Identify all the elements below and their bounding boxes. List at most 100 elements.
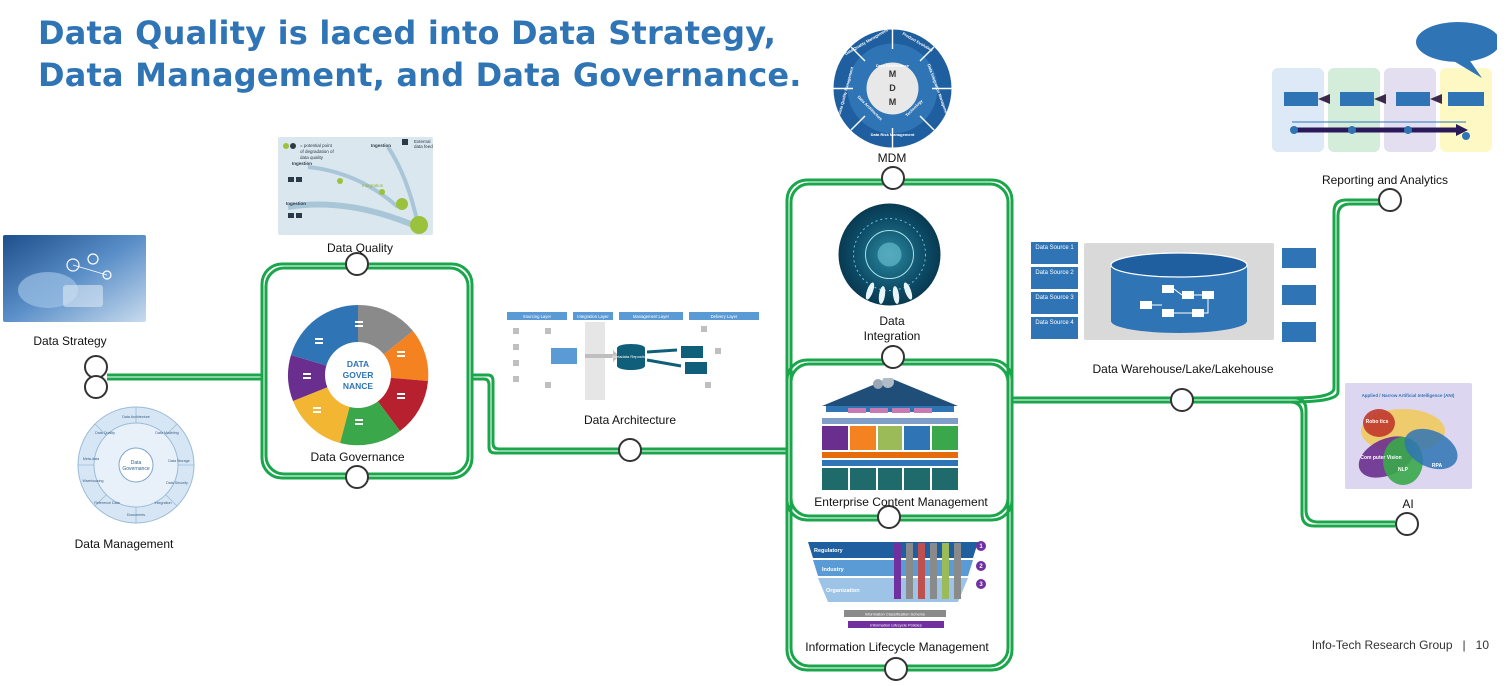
svg-text:Ingestion: Ingestion (292, 161, 312, 166)
label-data-integration-line1: Data (879, 314, 905, 328)
connector-warehouse-reporting (1293, 198, 1380, 400)
svg-text:data feed: data feed (414, 144, 433, 149)
label-data-governance: Data Governance (310, 450, 405, 464)
ecm-image (818, 378, 962, 494)
data-warehouse-image (1084, 243, 1274, 340)
node-data-quality[interactable] (345, 252, 369, 276)
warehouse-output-2 (1282, 285, 1316, 305)
ai-venn-title: Applied / Narrow Artificial Intelligence… (1362, 393, 1455, 398)
data-source-4: Data Source 4 (1031, 317, 1078, 339)
data-source-2: Data Source 2 (1031, 267, 1078, 289)
node-data-architecture[interactable] (618, 438, 642, 462)
label-ai: AI (1402, 497, 1414, 511)
label-data-integration: Data Integration (840, 314, 944, 344)
svg-text:Data Quality: Data Quality (95, 431, 115, 435)
footer-org: Info-Tech Research Group (1311, 638, 1453, 652)
data-source-3: Data Source 3 (1031, 292, 1078, 314)
warehouse-output-1 (1282, 248, 1316, 268)
svg-text:External: External (414, 139, 431, 144)
arch-layer-1: Sourcing Layer (523, 314, 552, 319)
slide-title-line-1: Data Quality is laced into Data Strategy… (38, 14, 777, 52)
svg-text:1: 1 (979, 544, 983, 550)
svg-text:Data Architecture: Data Architecture (122, 415, 150, 419)
svg-text:Documents: Documents (127, 513, 145, 517)
label-data-management: Data Management (74, 537, 174, 551)
svg-text:Ingestion: Ingestion (371, 143, 391, 148)
svg-text:Integration: Integration (155, 501, 172, 505)
arch-layer-2: Integration Layer (577, 314, 609, 319)
node-data-integration[interactable] (881, 345, 905, 369)
governance-center-3: NANCE (343, 381, 374, 391)
label-data-quality: Data Quality (326, 241, 394, 255)
svg-text:Ingestion: Ingestion (286, 201, 306, 206)
footer: Info-Tech Research Group|10 (1311, 638, 1489, 652)
svg-text:Reference Data: Reference Data (94, 501, 119, 505)
node-ecm[interactable] (877, 505, 901, 529)
data-governance-wheel: DATA GOVER NANCE (285, 303, 432, 448)
node-ilm[interactable] (884, 657, 908, 681)
warehouse-output-3 (1282, 322, 1316, 342)
node-ai[interactable] (1395, 512, 1419, 536)
reporting-image (1272, 20, 1497, 152)
svg-text:Data Modeling: Data Modeling (155, 431, 178, 435)
node-reporting[interactable] (1378, 188, 1402, 212)
ilm-tier-1: Regulatory (814, 548, 844, 554)
svg-text:of degradation of: of degradation of (300, 149, 335, 154)
label-data-architecture: Data Architecture (583, 413, 677, 427)
ilm-tier-3: Organization (826, 588, 860, 594)
ai-image: Applied / Narrow Artificial Intelligence… (1345, 383, 1472, 489)
node-data-governance[interactable] (345, 465, 369, 489)
ilm-image: Regulatory Industry Organization 1 2 3 Inf… (808, 540, 988, 632)
node-warehouse[interactable] (1170, 388, 1194, 412)
svg-text:3: 3 (979, 582, 983, 588)
ai-label-robotics: Robo tics (1366, 419, 1389, 425)
ai-label-vision: Com puter Vision (1360, 455, 1401, 461)
mdm-seg-5: Data Risk Management (871, 132, 915, 137)
svg-text:Data Security: Data Security (166, 481, 188, 485)
connector-governance-architecture (472, 373, 787, 451)
arch-layer-3: Management Layer (633, 314, 670, 319)
label-ilm: Information Lifecycle Management (805, 640, 989, 654)
label-reporting: Reporting and Analytics (1321, 173, 1449, 187)
slide-title-line-2: Data Management, and Data Governance. (38, 56, 802, 94)
mdm-letter-1: M (889, 69, 897, 79)
svg-text:Data: Data (131, 460, 142, 466)
label-ecm: Enterprise Content Management (814, 495, 988, 509)
ilm-bar-1: Information Classification Scheme (865, 612, 926, 617)
svg-text:Governance: Governance (122, 466, 149, 472)
connector-ecm-warehouse (1012, 396, 1395, 524)
ilm-tier-2: Industry (822, 567, 845, 573)
svg-text:Data Storage: Data Storage (168, 459, 189, 463)
mdm-letter-3: M (889, 97, 897, 107)
node-mdm[interactable] (881, 166, 905, 190)
data-sources: Data Source 1 Data Source 2 Data Source … (1031, 242, 1078, 339)
governance-center-2: GOVER (343, 370, 374, 380)
svg-text:data quality: data quality (300, 155, 324, 160)
ai-label-nlp: NLP (1398, 467, 1409, 473)
ai-label-rpa: RPA (1432, 463, 1443, 469)
data-source-1: Data Source 1 (1031, 242, 1078, 264)
label-data-warehouse: Data Warehouse/Lake/Lakehouse (1092, 362, 1274, 376)
warehouse-outputs (1282, 248, 1316, 342)
label-data-integration-line2: Integration (863, 329, 921, 343)
slide-title: Data Quality is laced into Data Strategy… (38, 12, 802, 96)
arch-layer-4: Delivery Layer (711, 314, 738, 319)
mdm-wheel: M D M Data Quality Management Product Ev… (833, 29, 952, 148)
footer-page-number: 10 (1475, 638, 1489, 652)
svg-text:Meta-data: Meta-data (83, 457, 99, 461)
node-strategy-bottom[interactable] (84, 375, 108, 399)
governance-center-1: DATA (347, 359, 369, 369)
arch-repo-label: Metadata Repository (613, 354, 650, 359)
data-strategy-image (3, 235, 146, 322)
mdm-letter-2: D (889, 83, 896, 93)
svg-text:2: 2 (979, 564, 983, 570)
label-mdm: MDM (877, 151, 907, 165)
svg-text:Warehousing: Warehousing (82, 479, 103, 483)
svg-text:= potential point: = potential point (300, 143, 333, 148)
data-integration-image (838, 203, 941, 306)
data-architecture-image: Sourcing Layer Integration Layer Managem… (505, 312, 760, 404)
ilm-bar-2: Information Lifecycle Policies (870, 623, 922, 628)
label-data-strategy: Data Strategy (33, 334, 107, 348)
data-management-wheel: Data Governance Data Architecture Data M… (75, 404, 197, 526)
